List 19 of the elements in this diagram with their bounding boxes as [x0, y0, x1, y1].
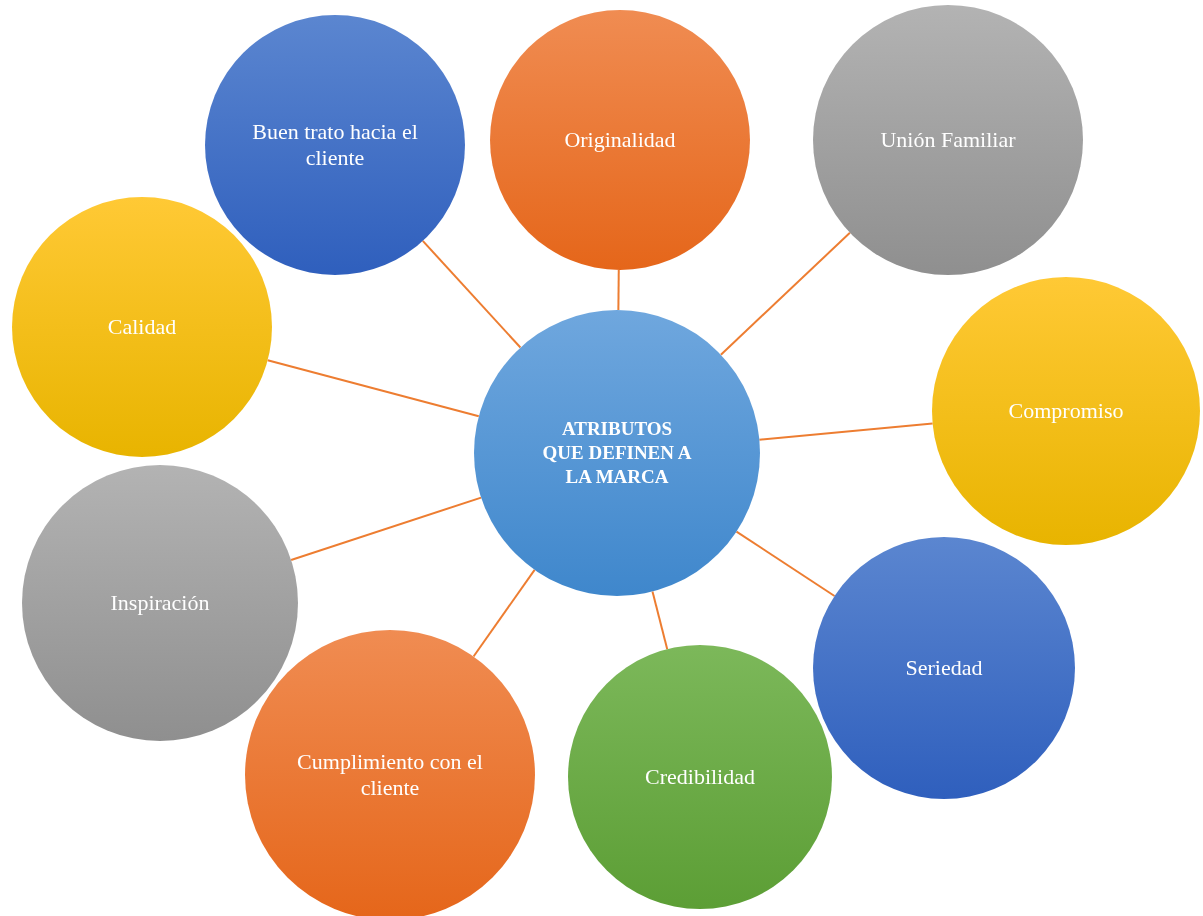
- connector-line: [472, 568, 536, 658]
- circle-label: Credibilidad: [645, 763, 755, 791]
- connector-line: [421, 239, 522, 349]
- circle-label: Compromiso: [1008, 397, 1124, 425]
- connector-line: [758, 422, 934, 441]
- connector-line: [735, 530, 836, 598]
- connector-line: [617, 269, 620, 311]
- circle-label: Unión Familiar: [880, 126, 1016, 154]
- circle-label: Buen trato hacia el cliente: [251, 118, 419, 172]
- circle-label: ATRIBUTOS QUE DEFINEN A LA MARCA: [542, 417, 692, 489]
- circle-label: Originalidad: [564, 126, 676, 154]
- circle-label: Seriedad: [905, 654, 983, 682]
- connector-line: [719, 231, 851, 356]
- circle-label: Calidad: [107, 313, 177, 341]
- circle-label: Cumplimiento con el cliente: [296, 748, 484, 802]
- connector-line: [266, 359, 480, 418]
- connector-line: [290, 496, 483, 561]
- circle-label: Inspiración: [110, 589, 210, 617]
- connector-line: [651, 590, 669, 651]
